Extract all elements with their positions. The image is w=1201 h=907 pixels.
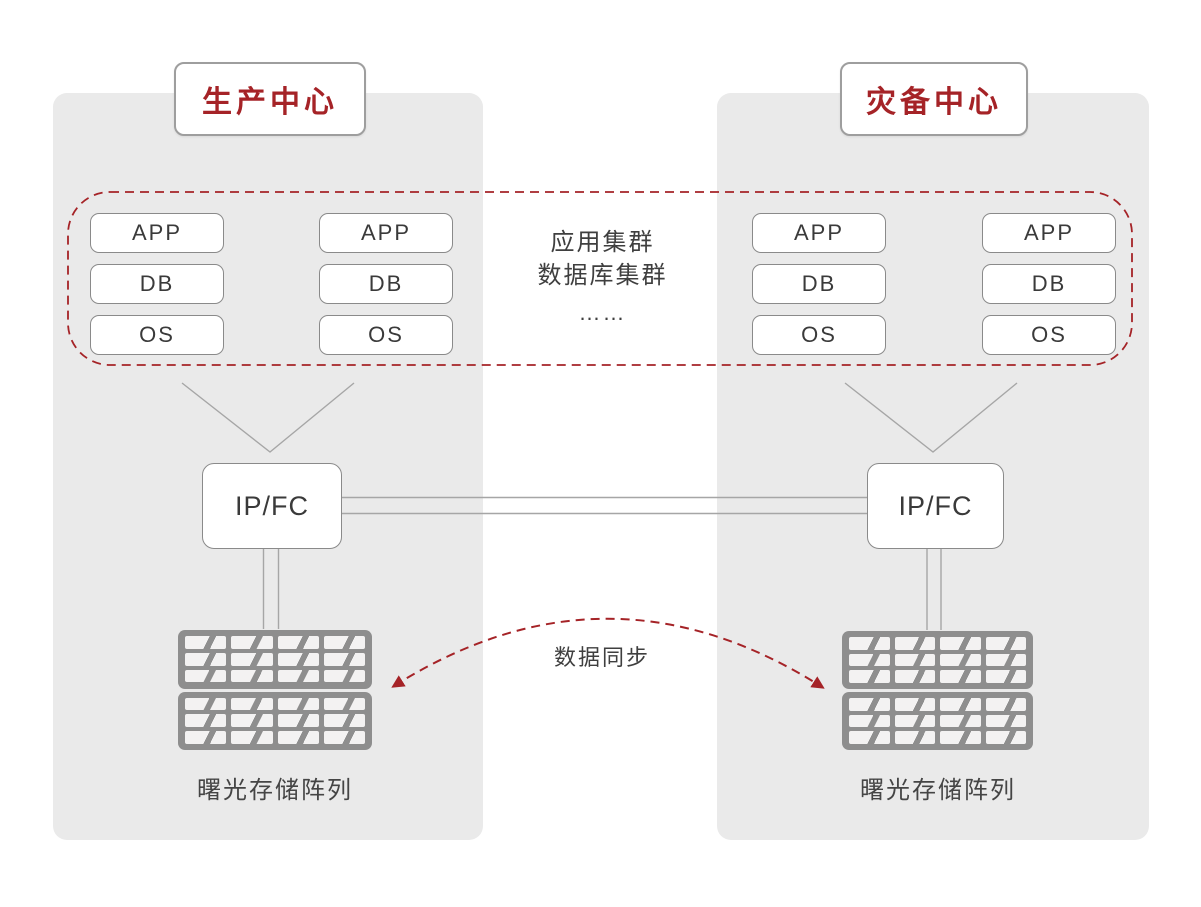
drive-cell <box>185 669 227 683</box>
dr-stack2-db-label: DB <box>1031 271 1067 296</box>
drive-cell <box>894 698 935 711</box>
dr-stack2-db-box: DB <box>982 264 1116 304</box>
drive-cell <box>894 714 935 728</box>
drive-cell <box>185 652 227 666</box>
cluster-note-ellipsis: …… <box>578 300 627 325</box>
prod-stack1-db-label: DB <box>139 271 175 296</box>
drive-cell <box>849 714 890 728</box>
drive-cell <box>985 714 1026 728</box>
prod-stack1-app-box: APP <box>90 213 224 253</box>
drive-cell <box>277 636 319 649</box>
drive-cell <box>231 669 273 683</box>
drive-cell <box>985 670 1026 683</box>
cluster-note: 应用集群 数据库集群 …… <box>470 226 735 329</box>
prod-ipfc-switch-box: IP/FC <box>202 463 342 549</box>
dr-stack1-os-box: OS <box>752 315 886 355</box>
dr-stack1-os-label: OS <box>801 322 837 347</box>
disaster-center-title-label: 灾备中心 <box>866 86 1002 119</box>
drive-cell <box>849 731 890 744</box>
left-stacks-to-switch-line <box>181 382 355 453</box>
dr-ipfc-switch-label: IP/FC <box>898 490 973 521</box>
prod-stack2-os-label: OS <box>368 322 404 347</box>
storage-unit-icon <box>842 692 1033 750</box>
drive-cell <box>323 652 365 666</box>
drive-cell <box>940 714 981 728</box>
prod-storage-array-icon <box>178 630 372 750</box>
drive-cell <box>277 669 319 683</box>
drive-cell <box>323 636 365 649</box>
drive-cell <box>231 731 273 744</box>
drive-cell <box>323 669 365 683</box>
storage-unit-icon <box>842 631 1033 689</box>
drive-cell <box>277 731 319 744</box>
drive-cell <box>985 637 1026 650</box>
drive-cell <box>323 697 365 711</box>
prod-stack1-db-box: DB <box>90 264 224 304</box>
right-stacks-to-switch-line <box>844 382 1018 453</box>
prod-stack2-os-box: OS <box>319 315 453 355</box>
drive-cell <box>277 714 319 728</box>
prod-stack1-os-label: OS <box>139 322 175 347</box>
drive-cell <box>185 636 227 649</box>
drive-cell <box>231 636 273 649</box>
production-center-title-label: 生产中心 <box>202 86 338 119</box>
data-sync-label: 数据同步 <box>553 645 650 670</box>
drive-cell <box>940 653 981 667</box>
drive-cell <box>849 637 890 650</box>
drive-cell <box>185 731 227 744</box>
drive-cell <box>849 670 890 683</box>
dr-ipfc-switch-box: IP/FC <box>867 463 1004 549</box>
dr-stack2-app-label: APP <box>1023 220 1075 245</box>
data-sync-arrow <box>391 617 825 689</box>
dr-stack1-db-label: DB <box>801 271 837 296</box>
drive-cell <box>323 731 365 744</box>
drive-cell <box>894 731 935 744</box>
drive-cell <box>894 653 935 667</box>
drive-cell <box>940 637 981 650</box>
dr-stack2-os-label: OS <box>1031 322 1067 347</box>
drive-cell <box>849 698 890 711</box>
drive-cell <box>185 697 227 711</box>
drive-cell <box>185 714 227 728</box>
drive-cell <box>940 698 981 711</box>
dr-stack1-app-label: APP <box>793 220 845 245</box>
storage-unit-icon <box>178 691 372 750</box>
dr-stack1-db-box: DB <box>752 264 886 304</box>
dr-stack2-app-box: APP <box>982 213 1116 253</box>
dr-stack2-os-box: OS <box>982 315 1116 355</box>
drive-cell <box>940 670 981 683</box>
prod-stack1-app-label: APP <box>131 220 183 245</box>
prod-stack2-app-box: APP <box>319 213 453 253</box>
drive-cell <box>985 653 1026 667</box>
prod-storage-label: 曙光存储阵列 <box>197 777 353 804</box>
drive-cell <box>849 653 890 667</box>
storage-unit-icon <box>178 630 372 689</box>
drive-cell <box>277 652 319 666</box>
prod-stack2-app-label: APP <box>360 220 412 245</box>
drive-cell <box>940 731 981 744</box>
drive-cell <box>231 714 273 728</box>
prod-stack2-db-box: DB <box>319 264 453 304</box>
drive-cell <box>231 652 273 666</box>
cluster-note-line1: 应用集群 <box>550 229 655 256</box>
production-center-title: 生产中心 <box>174 62 366 136</box>
prod-stack2-db-label: DB <box>368 271 404 296</box>
cluster-note-line2: 数据库集群 <box>537 262 668 289</box>
dr-storage-array-icon <box>842 631 1033 750</box>
prod-stack1-os-box: OS <box>90 315 224 355</box>
drive-cell <box>894 637 935 650</box>
dr-stack1-app-box: APP <box>752 213 886 253</box>
drive-cell <box>985 731 1026 744</box>
drive-cell <box>323 714 365 728</box>
prod-ipfc-switch-label: IP/FC <box>234 490 309 521</box>
drive-cell <box>277 697 319 711</box>
drive-cell <box>985 698 1026 711</box>
drive-cell <box>231 697 273 711</box>
disaster-center-title: 灾备中心 <box>840 62 1028 136</box>
dr-storage-label: 曙光存储阵列 <box>860 777 1016 804</box>
drive-cell <box>894 670 935 683</box>
